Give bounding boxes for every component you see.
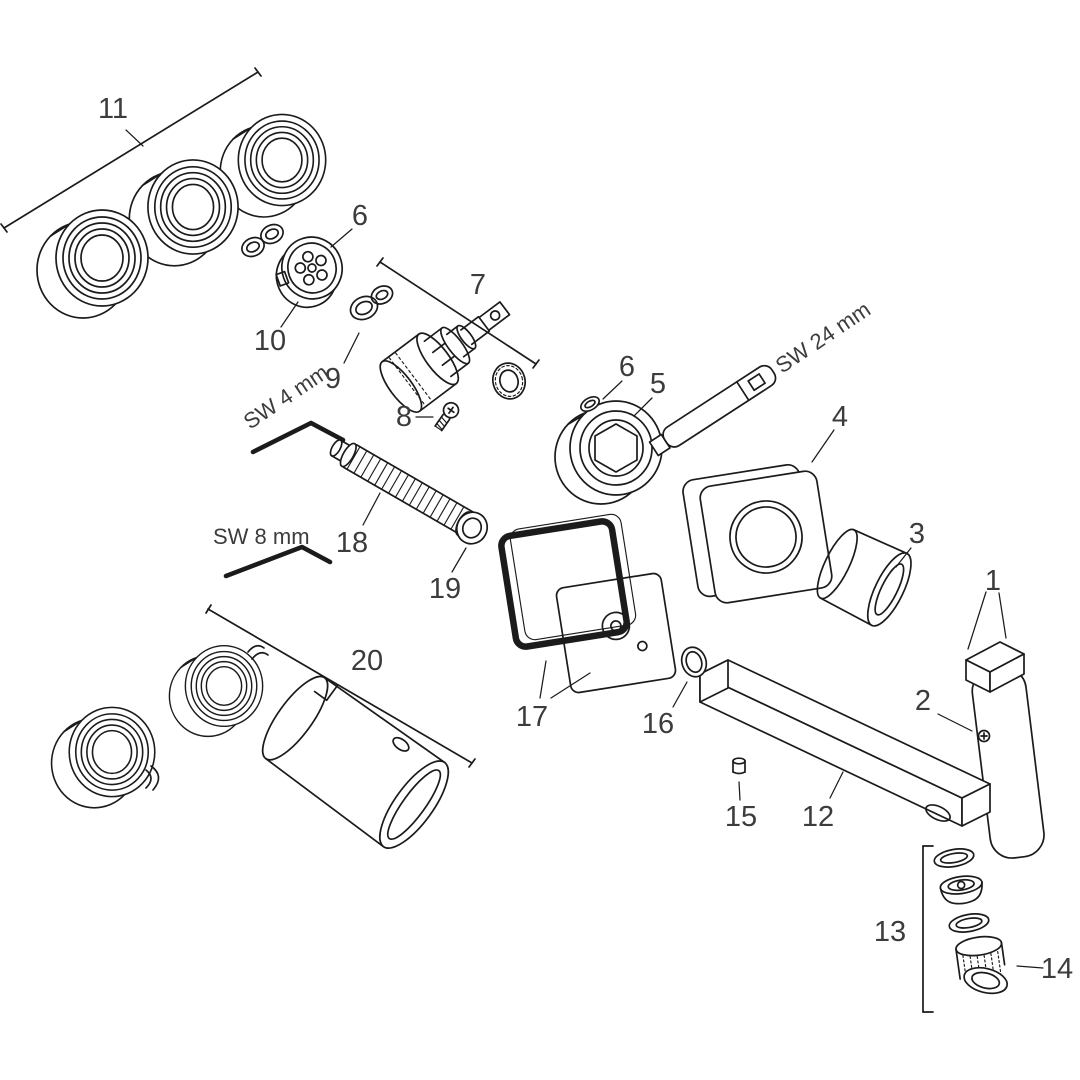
- bracket-tick: [205, 604, 212, 614]
- part-10-cartridge-base: [275, 236, 343, 309]
- leader-line: [550, 672, 591, 699]
- part-3-sleeve: [816, 528, 912, 627]
- callout-4-label: 4: [832, 401, 848, 433]
- leader-line: [602, 380, 623, 400]
- sw4-label: SW 4 mm: [239, 359, 333, 434]
- part-17-seal-frame: [498, 513, 637, 650]
- part-4-wall-plate: [682, 463, 833, 604]
- leader-line: [937, 713, 973, 732]
- part-7-cartridge: [379, 301, 511, 413]
- leader-line: [738, 781, 741, 801]
- callout-7-label: 7: [470, 269, 486, 301]
- part-16-o-ring: [680, 646, 708, 678]
- leader-line: [280, 301, 299, 328]
- callout-10-label: 10: [254, 325, 286, 357]
- leader-line: [343, 332, 360, 364]
- callout-19-label: 19: [429, 573, 461, 605]
- bracket-tick: [376, 257, 384, 267]
- callout-8-label: 8: [396, 401, 412, 433]
- callout-6a-label: 6: [352, 200, 368, 232]
- sw4-allen-key: [250, 420, 346, 455]
- sw24-label: SW 24 mm: [771, 297, 875, 379]
- bracket-tick: [468, 758, 476, 768]
- callout-13-label: 13: [874, 916, 906, 948]
- bracket-line-20: [207, 608, 473, 764]
- leader-line: [362, 492, 381, 526]
- part-14-aerator-housing: [955, 935, 1009, 995]
- bracket-tick: [532, 359, 540, 369]
- callout-6b-label: 6: [619, 351, 635, 383]
- callout-15-label: 15: [725, 801, 757, 833]
- leader-line: [895, 547, 912, 568]
- part-6-o-ring-pair-top: [241, 223, 284, 258]
- callout-16-label: 16: [642, 708, 674, 740]
- part-5-escutcheon: [554, 400, 663, 505]
- callout-14-label: 14: [1041, 953, 1073, 985]
- bracket-tick: [254, 67, 262, 77]
- sw24-wrench: [648, 364, 777, 457]
- leader-line: [829, 771, 844, 799]
- part-6-o-ring: [579, 395, 601, 413]
- part-13-aerator-stack: [933, 848, 990, 933]
- callout-5-label: 5: [650, 368, 666, 400]
- leader-line: [672, 681, 688, 708]
- part-18-flex-hose: [329, 439, 477, 538]
- part-2-screw: [977, 729, 991, 743]
- bracket-line-7: [379, 261, 537, 365]
- callout-12-label: 12: [802, 801, 834, 833]
- leader-line: [998, 592, 1007, 639]
- leader-line: [451, 547, 467, 573]
- callout-labels: 11 6 10 9 7 8 18 19 6 5 4 3 1 2 17 16 15…: [98, 93, 1073, 985]
- part-11-threaded-sleeves: [36, 113, 327, 319]
- callout-3-label: 3: [909, 518, 925, 550]
- part-20-installation-set: [50, 644, 450, 849]
- leader-line: [1016, 965, 1044, 969]
- callout-17-label: 17: [516, 701, 548, 733]
- leader-line: [330, 228, 353, 248]
- part-9-o-rings: [349, 285, 394, 321]
- part-7-knurled-nut: [492, 362, 526, 400]
- callout-18-label: 18: [336, 527, 368, 559]
- callout-1-label: 1: [985, 565, 1001, 597]
- part-19-collar: [455, 511, 489, 545]
- sw8-label: SW 8 mm: [213, 524, 310, 549]
- part-1-handle: [965, 641, 1045, 859]
- callout-9-label: 9: [325, 363, 341, 395]
- sw8-allen-key: [223, 544, 333, 579]
- callout-20-label: 20: [351, 645, 383, 677]
- leader-line: [633, 397, 653, 417]
- bracket-tick: [0, 223, 8, 233]
- leader-lines: [125, 129, 1044, 969]
- part-8-screw: [434, 401, 460, 432]
- leader-line: [967, 591, 987, 650]
- callout-2-label: 2: [915, 685, 931, 717]
- part-12-spout: [699, 659, 991, 827]
- leader-line: [539, 660, 547, 699]
- bracket-lines: [0, 67, 934, 1013]
- callout-11-label: 11: [98, 93, 128, 125]
- bracket-line-11: [3, 71, 259, 229]
- part-15-plug: [732, 757, 746, 775]
- leader-line: [811, 429, 835, 463]
- leader-line: [125, 129, 144, 147]
